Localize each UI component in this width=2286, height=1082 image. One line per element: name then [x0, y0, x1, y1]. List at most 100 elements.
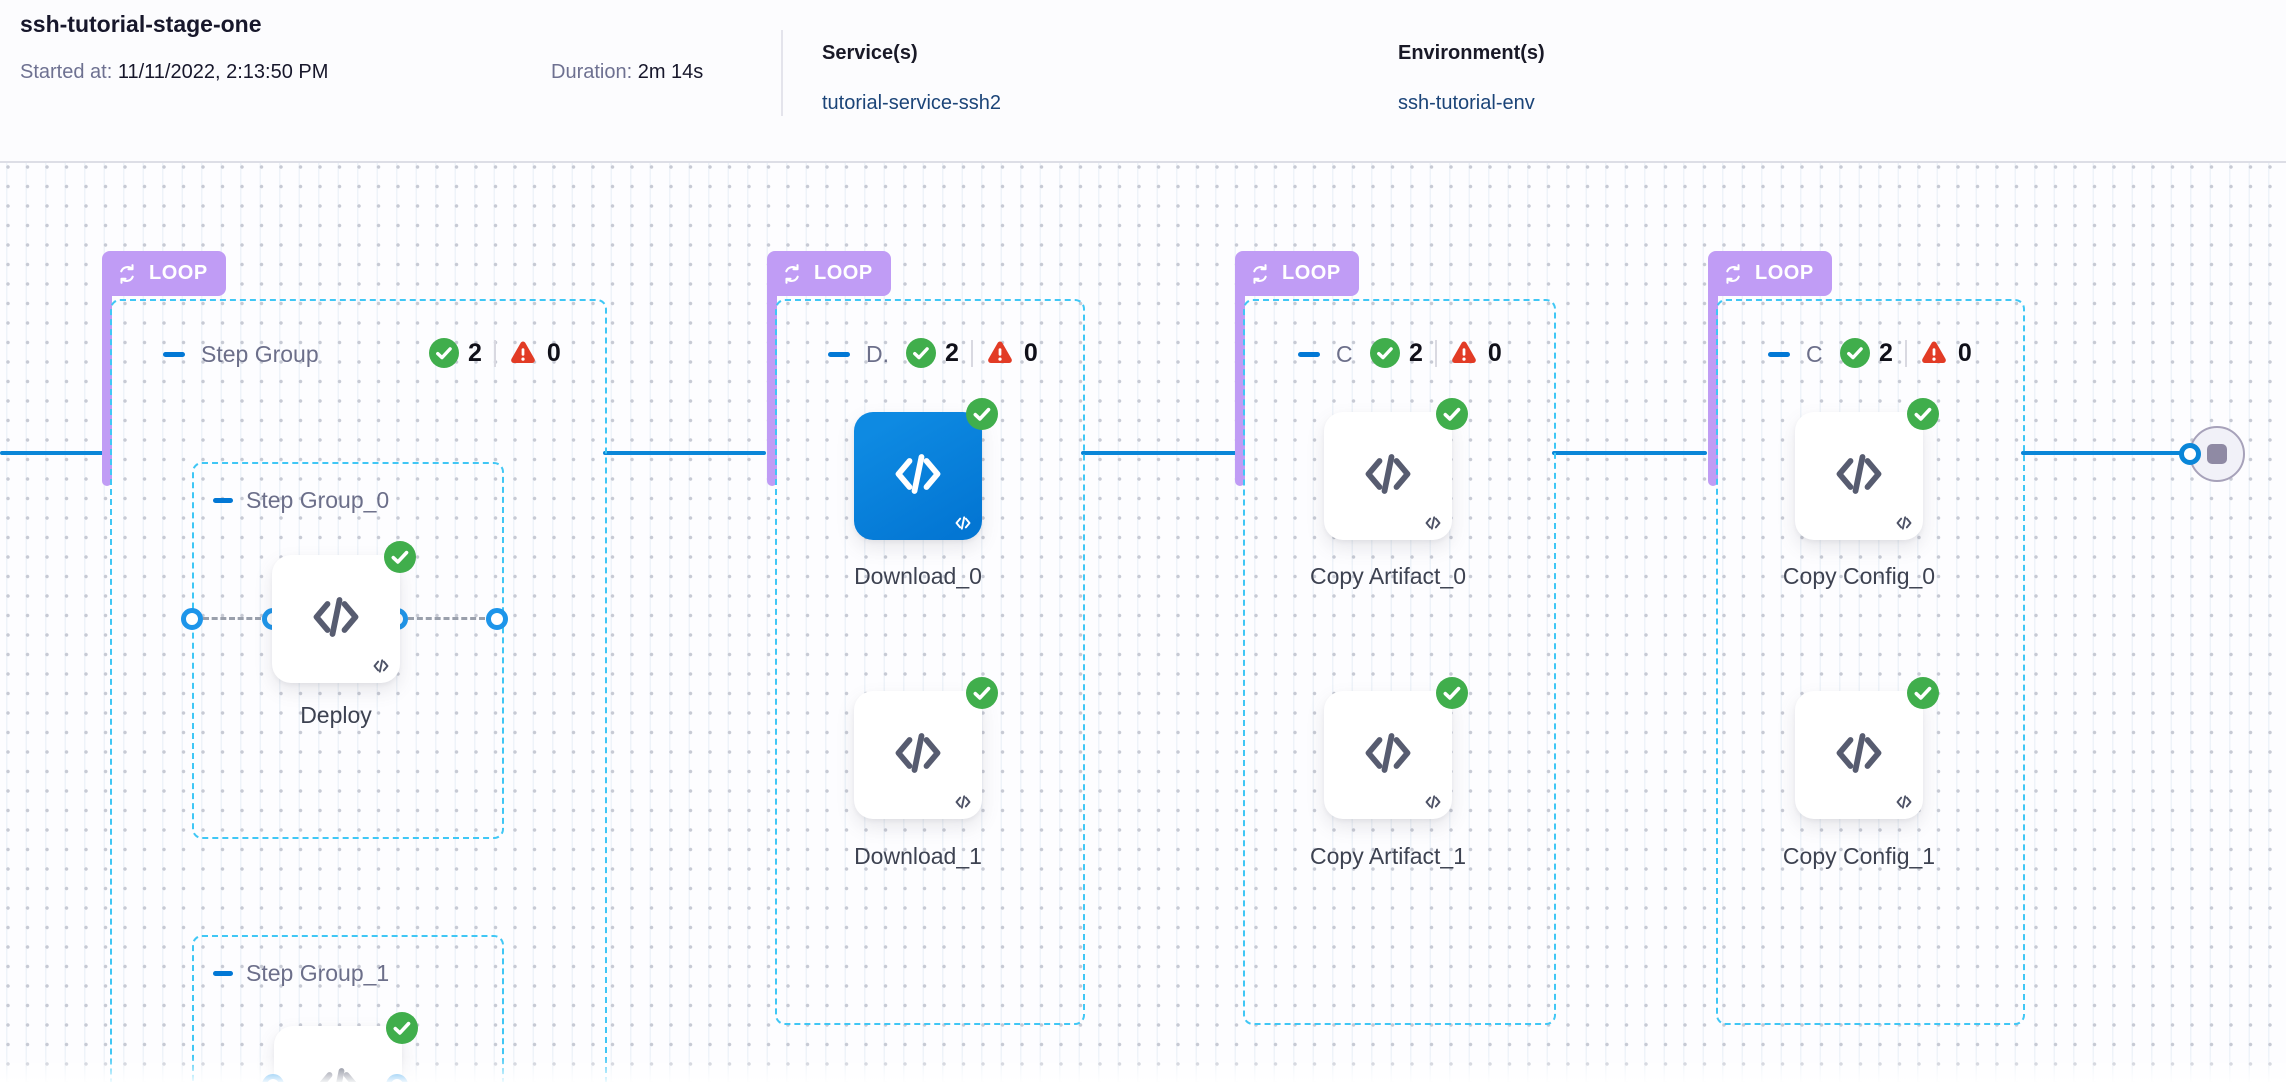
warning-icon [985, 338, 1015, 368]
loop-ribbon [767, 291, 777, 486]
step-group-header[interactable]: C [1298, 338, 1353, 370]
code-icon [1829, 723, 1889, 783]
step-node-copy-artifact-0[interactable] [1324, 398, 1468, 540]
environment-link[interactable]: ssh-tutorial-env [1398, 92, 1535, 114]
status-badges: 2 0 [429, 337, 561, 369]
step-node-copy-config-1[interactable] [1795, 677, 1939, 819]
node-label: Copy Config_1 [1782, 843, 1936, 869]
success-count: 2 [468, 338, 482, 367]
collapse-icon[interactable] [1298, 351, 1320, 357]
status-success-icon [966, 398, 998, 430]
step-group-box[interactable] [1243, 299, 1556, 1025]
code-icon [1829, 444, 1889, 504]
node-label: Copy Artifact_0 [1310, 563, 1466, 589]
step-node-deploy[interactable] [272, 541, 416, 683]
step-node[interactable] [274, 1012, 418, 1082]
status-success-icon [1907, 398, 1939, 430]
loop-ribbon [1708, 291, 1718, 486]
code-corner-icon [953, 513, 973, 533]
step-group-header[interactable]: C [1768, 338, 1823, 370]
success-count: 2 [945, 338, 959, 367]
loop-icon [1248, 262, 1272, 286]
loop-badge-label: LOOP [1755, 262, 1814, 284]
step-node-download-1[interactable] [854, 677, 998, 819]
started-at: Started at: 11/11/2022, 2:13:50 PM [20, 61, 328, 84]
inner-step-group-box[interactable] [192, 462, 504, 839]
collapse-icon[interactable] [1768, 351, 1790, 357]
connector-line [603, 451, 766, 455]
code-corner-icon [953, 792, 973, 812]
status-success-icon [386, 1012, 418, 1044]
connector-line [1552, 451, 1707, 455]
dashed-connector [408, 617, 485, 620]
code-corner-icon [1423, 513, 1443, 533]
step-group-box[interactable] [1716, 299, 2025, 1025]
code-corner-icon [1894, 513, 1914, 533]
badge-divider [970, 339, 973, 367]
badge-divider [1904, 339, 1907, 367]
check-icon [1840, 338, 1870, 368]
step-node-copy-config-0[interactable] [1795, 398, 1939, 540]
status-badges: 2 0 [1370, 337, 1502, 369]
node-label: Download_1 [854, 843, 982, 869]
code-corner-icon [1894, 792, 1914, 812]
inner-step-group-box[interactable] [192, 935, 504, 1082]
end-node-icon [2207, 444, 2227, 464]
environments-label: Environment(s) [1398, 42, 1545, 64]
loop-badge: LOOP [1708, 251, 1832, 296]
code-icon [888, 723, 948, 783]
header-divider [781, 30, 783, 116]
connector-line [1081, 451, 1244, 455]
step-group-box[interactable] [775, 299, 1085, 1025]
code-corner-icon [1423, 792, 1443, 812]
collapse-icon[interactable] [213, 497, 233, 503]
failure-count: 0 [546, 338, 561, 367]
failure-count: 0 [1957, 338, 1972, 367]
node-label: Copy Config_0 [1782, 563, 1936, 589]
loop-icon [1721, 262, 1745, 286]
loop-badge: LOOP [767, 251, 891, 296]
connector-line [2021, 451, 2193, 455]
dashed-connector [203, 617, 261, 620]
collapse-icon[interactable] [213, 970, 233, 976]
code-icon [1358, 444, 1418, 504]
group-title: D. [866, 340, 889, 367]
success-count: 2 [1879, 338, 1893, 367]
warning-icon [508, 338, 538, 368]
step-node-download-0[interactable] [854, 398, 998, 540]
connector-line [0, 451, 110, 455]
code-corner-icon [371, 656, 391, 676]
badge-divider [493, 339, 496, 367]
badge-divider [1434, 339, 1437, 367]
warning-icon [1449, 338, 1479, 368]
connector-dot[interactable] [2179, 443, 2201, 465]
started-at-value: 11/11/2022, 2:13:50 PM [117, 61, 329, 83]
pipeline-canvas[interactable]: LOOP Step Group 2 0 Step Group_0 [0, 163, 2286, 1082]
group-title: Step Group_1 [246, 959, 390, 986]
services-label: Service(s) [822, 42, 918, 64]
step-node-copy-artifact-1[interactable] [1324, 677, 1468, 819]
step-group-box[interactable] [110, 299, 607, 1082]
check-icon [1370, 338, 1400, 368]
node-label: Deploy [300, 702, 372, 728]
loop-ribbon [102, 291, 112, 486]
step-group-header[interactable]: D. [828, 338, 889, 370]
group-title: C [1806, 340, 1823, 367]
service-link[interactable]: tutorial-service-ssh2 [822, 92, 1001, 114]
collapse-icon[interactable] [163, 351, 185, 357]
step-group-header[interactable]: Step Group [163, 338, 319, 370]
collapse-icon[interactable] [828, 351, 850, 357]
inner-step-group-header[interactable]: Step Group_1 [213, 957, 389, 989]
loop-badge: LOOP [102, 251, 226, 296]
warning-icon [1919, 338, 1949, 368]
connector-dot[interactable] [181, 608, 203, 630]
loop-badge-label: LOOP [149, 262, 208, 284]
code-icon [308, 1058, 368, 1082]
connector-dot[interactable] [486, 608, 508, 630]
status-badges: 2 0 [906, 337, 1038, 369]
node-label: Download_0 [854, 563, 982, 589]
inner-step-group-header[interactable]: Step Group_0 [213, 484, 389, 516]
group-title: C [1336, 340, 1353, 367]
loop-badge: LOOP [1235, 251, 1359, 296]
